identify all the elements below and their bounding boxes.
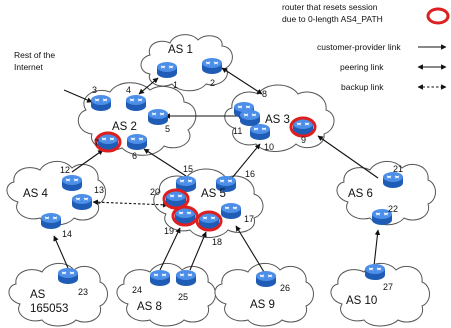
legend: router that resets session due to 0-leng… <box>282 2 450 92</box>
router-icon-12 <box>61 174 83 192</box>
link-12-7 <box>71 149 104 173</box>
as-label-10: AS 10 <box>346 295 377 307</box>
rest-of-internet-line2: Internet <box>14 62 43 72</box>
router-label-26: 26 <box>280 283 290 293</box>
router-label-11: 11 <box>233 126 242 136</box>
links <box>53 67 381 273</box>
router-label-8: 8 <box>262 89 267 99</box>
router-icon-21 <box>382 171 404 189</box>
as-label-165053-bottom: 165053 <box>30 303 68 315</box>
link-21-9 <box>317 135 379 179</box>
as-label-4: AS 4 <box>23 188 49 200</box>
router-label-9: 9 <box>301 135 306 145</box>
as-label-5: AS 5 <box>201 188 226 200</box>
router-icon-23 <box>57 267 79 285</box>
router-label-4: 4 <box>126 85 131 95</box>
router-icon-5 <box>147 108 169 126</box>
backup-link-13-20 <box>92 199 169 208</box>
router-icon-14 <box>40 212 62 230</box>
as-label-3: AS 3 <box>265 114 290 126</box>
legend-reset-ring-icon <box>426 7 450 25</box>
router-icon-24 <box>149 269 171 287</box>
reset-ring-20 <box>162 188 190 210</box>
router-labels: 1 2 3 4 5 6 7 8 9 10 11 12 13 14 15 16 1… <box>60 78 403 302</box>
cloud-as165053 <box>8 263 108 327</box>
router-label-18: 18 <box>212 237 222 247</box>
router-label-7: 7 <box>94 138 99 148</box>
router-label-14: 14 <box>62 229 72 239</box>
router-label-16: 16 <box>245 169 255 179</box>
legend-customer-provider: customer-provider link <box>317 42 401 52</box>
router-label-13: 13 <box>94 185 104 195</box>
reset-ring-19 <box>171 205 199 227</box>
peering-link-2-8 <box>221 67 263 95</box>
router-label-12: 12 <box>60 165 70 175</box>
rest-of-internet-label: Rest of the Internet <box>14 50 55 72</box>
router-label-10: 10 <box>264 142 274 152</box>
link-23-14 <box>53 235 69 269</box>
router-label-1: 1 <box>173 80 178 90</box>
router-label-22: 22 <box>388 204 398 214</box>
router-icon-13 <box>71 193 93 211</box>
peering-link-1-4 <box>138 77 159 95</box>
rest-of-internet-line1: Rest of the <box>14 50 55 60</box>
router-icon-6 <box>126 133 148 151</box>
router-label-3: 3 <box>92 85 97 95</box>
reset-rings <box>94 116 317 232</box>
legend-backup: backup link <box>341 82 384 92</box>
link-internet-3 <box>63 89 93 103</box>
router-icon-27 <box>364 263 386 281</box>
router-icon-17 <box>220 202 242 220</box>
router-label-5: 5 <box>165 124 170 134</box>
link-16-10 <box>231 143 261 179</box>
router-label-25: 25 <box>178 292 188 302</box>
link-24-19 <box>159 227 181 271</box>
router-icon-3 <box>90 94 112 112</box>
as-label-9: AS 9 <box>250 299 275 311</box>
router-icon-11 <box>239 109 261 127</box>
legend-reset-line1: router that resets session <box>282 2 378 12</box>
as-label-8: AS 8 <box>137 301 162 313</box>
router-icon-4 <box>125 94 147 112</box>
router-label-27: 27 <box>383 282 393 292</box>
router-label-21: 21 <box>393 164 403 174</box>
router-icon-1 <box>156 61 178 79</box>
cloud-as9 <box>214 263 314 327</box>
as-label-165053-top: AS <box>30 289 46 301</box>
as-label-6: AS 6 <box>348 188 373 200</box>
legend-peering: peering link <box>340 62 384 72</box>
reset-ring-7 <box>94 131 122 153</box>
link-15-6 <box>143 148 187 177</box>
router-label-2: 2 <box>210 78 215 88</box>
router-label-20: 20 <box>150 187 160 197</box>
link-26-17 <box>235 225 265 273</box>
router-label-19: 19 <box>164 226 174 236</box>
link-25-18 <box>189 231 207 271</box>
reset-ring-9 <box>289 116 317 138</box>
cloud-as6 <box>336 161 436 226</box>
router-label-15: 15 <box>183 164 193 174</box>
router-icon-26 <box>255 270 277 288</box>
router-icon-10 <box>249 123 271 141</box>
as-label-2: AS 2 <box>112 121 137 133</box>
as-labels: AS 1 AS 2 AS 3 AS 4 AS 5 AS 6 AS 165053 … <box>23 44 377 315</box>
router-label-24: 24 <box>132 285 142 295</box>
as-label-1: AS 1 <box>168 44 193 56</box>
legend-reset-line2: due to 0-length AS4_PATH <box>282 14 383 24</box>
router-icon-2 <box>201 57 223 75</box>
router-label-23: 23 <box>78 287 88 297</box>
reset-ring-18 <box>195 210 223 232</box>
link-27-22 <box>373 229 381 267</box>
router-label-6: 6 <box>132 151 137 161</box>
router-label-17: 17 <box>244 214 254 224</box>
router-icon-25 <box>175 269 197 287</box>
